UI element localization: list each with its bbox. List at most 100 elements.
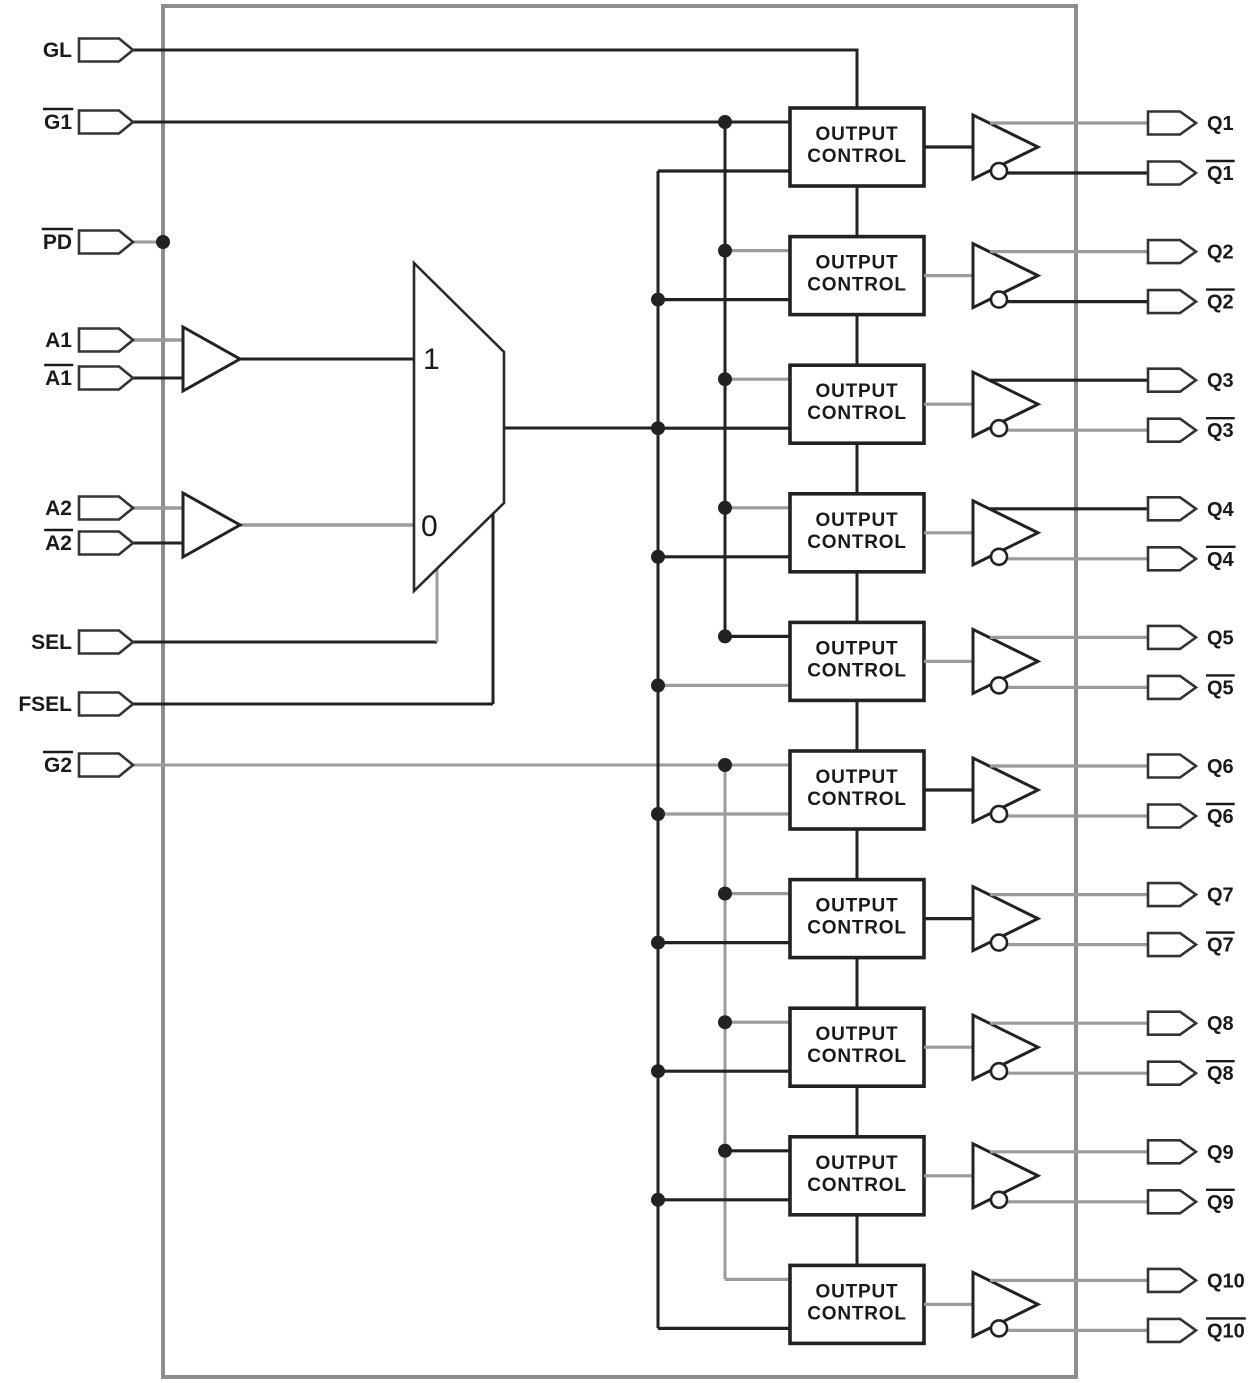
pin-q2 <box>1146 238 1199 265</box>
output-control-text-1: OUTPUT <box>816 896 899 917</box>
pin-gl: GL <box>43 37 136 63</box>
pin-q3-bar <box>1146 417 1199 443</box>
pd-junction-dot <box>156 235 170 249</box>
pin-label-q2-bar: Q2 <box>1207 292 1234 314</box>
pin-g2-symbol <box>77 752 136 778</box>
pin-label-q4: Q4 <box>1207 499 1235 521</box>
pin-label-q7-bar: Q7 <box>1207 935 1234 957</box>
pin-g1-symbol <box>77 109 136 135</box>
input-buffer-a1 <box>181 324 244 394</box>
junction-dots <box>156 115 732 1207</box>
pin-q4-bar <box>1146 546 1199 572</box>
pin-q8 <box>1146 1010 1199 1036</box>
clock-bus-dot <box>651 421 665 436</box>
pin-sel: SEL <box>31 629 136 655</box>
pin-label-gl: GL <box>43 39 72 62</box>
pin-q1-bar <box>1146 160 1199 186</box>
pin-label-q8-bar: Q8 <box>1207 1063 1234 1085</box>
pin-label-q2: Q2 <box>1207 242 1234 264</box>
output-control-text-1: OUTPUT <box>816 253 899 274</box>
output-buffer <box>971 626 1042 696</box>
inverting-bubble <box>989 676 1009 695</box>
pin-label-q10-bar: Q10 <box>1207 1320 1245 1342</box>
output-buffer <box>971 755 1042 825</box>
clock-mux: 10 <box>412 259 506 595</box>
pin-q6 <box>1146 753 1199 779</box>
mux-input-0-label: 0 <box>421 510 438 543</box>
output-buffer <box>971 1269 1042 1339</box>
gate-bus-dot <box>718 500 732 515</box>
input-buffers <box>181 324 244 560</box>
pin-q9-bar <box>1146 1189 1199 1215</box>
pin-label-q6-bar: Q6 <box>1207 806 1234 828</box>
output-control-text-1: OUTPUT <box>816 510 899 531</box>
pin-label-g2: G2 <box>44 754 72 777</box>
output-buffer <box>971 112 1042 182</box>
pin-label-q3: Q3 <box>1207 370 1234 392</box>
pin-label-q6: Q6 <box>1207 756 1234 778</box>
pin-a2: A2 <box>45 495 136 521</box>
output-control-block <box>788 234 926 317</box>
pin-q10-bar <box>1146 1317 1199 1344</box>
pin-pd-symbol <box>77 229 136 255</box>
gate-bus-dot <box>718 758 732 772</box>
pin-label-q5: Q5 <box>1207 627 1234 649</box>
clock-bus-dot <box>651 1064 665 1079</box>
pin-g2: G2 <box>42 750 136 778</box>
pin-label-q5-bar: Q5 <box>1207 677 1234 699</box>
output-control-block <box>788 1006 926 1089</box>
pin-label-q9-bar: Q9 <box>1207 1192 1234 1214</box>
pin-a1b-symbol <box>77 365 136 391</box>
gate-bus-dot <box>718 115 732 129</box>
pin-q9 <box>1146 1139 1199 1165</box>
gate-bus-dot <box>718 243 732 258</box>
input-buffer-a2 <box>181 490 244 560</box>
pin-q7 <box>1146 881 1199 908</box>
output-buffer <box>971 369 1042 439</box>
pin-q5-bar <box>1146 674 1199 701</box>
pin-a1b: A1 <box>44 363 136 391</box>
output-control-block <box>788 491 926 574</box>
output-control-text-2: CONTROL <box>807 660 907 681</box>
pin-label-a2: A2 <box>45 497 72 520</box>
clock-bus-dot <box>651 292 665 307</box>
pin-label-q1: Q1 <box>1207 113 1234 135</box>
output-control-text-2: CONTROL <box>807 789 907 810</box>
pin-a1-symbol <box>77 327 136 353</box>
pin-label-q1-bar: Q1 <box>1207 163 1234 185</box>
output-control-text-2: CONTROL <box>807 532 907 553</box>
gate-bus-dot <box>718 372 732 387</box>
output-buffer <box>971 241 1042 311</box>
pin-label-q8: Q8 <box>1207 1013 1234 1035</box>
pin-q7-bar <box>1146 931 1199 958</box>
clock-bus-dot <box>651 807 665 821</box>
inverting-bubble <box>989 418 1009 438</box>
inverting-bubble <box>989 804 1009 824</box>
clock-bus-dot <box>651 549 665 564</box>
clock-bus-dot <box>651 1192 665 1207</box>
output-control-text-1: OUTPUT <box>816 767 899 788</box>
pin-a1: A1 <box>45 327 136 353</box>
output-control-text-1: OUTPUT <box>816 1281 899 1302</box>
pin-label-a1: A1 <box>45 329 72 352</box>
pin-label-q7: Q7 <box>1207 885 1234 907</box>
pin-label-a2b: A2 <box>45 532 72 555</box>
inverting-bubble <box>989 1190 1009 1210</box>
pin-label-pd: PD <box>43 231 72 254</box>
output-buffer <box>971 1141 1042 1211</box>
output-buffer <box>971 1012 1042 1082</box>
pin-q3 <box>1146 367 1199 393</box>
output-control-block <box>788 620 926 703</box>
pin-fsel: FSEL <box>18 691 136 717</box>
gate-bus-dot <box>718 1143 732 1158</box>
pin-label-g1: G1 <box>44 111 72 134</box>
output-control-text-2: CONTROL <box>807 918 907 939</box>
gate-bus-dot <box>718 886 732 901</box>
